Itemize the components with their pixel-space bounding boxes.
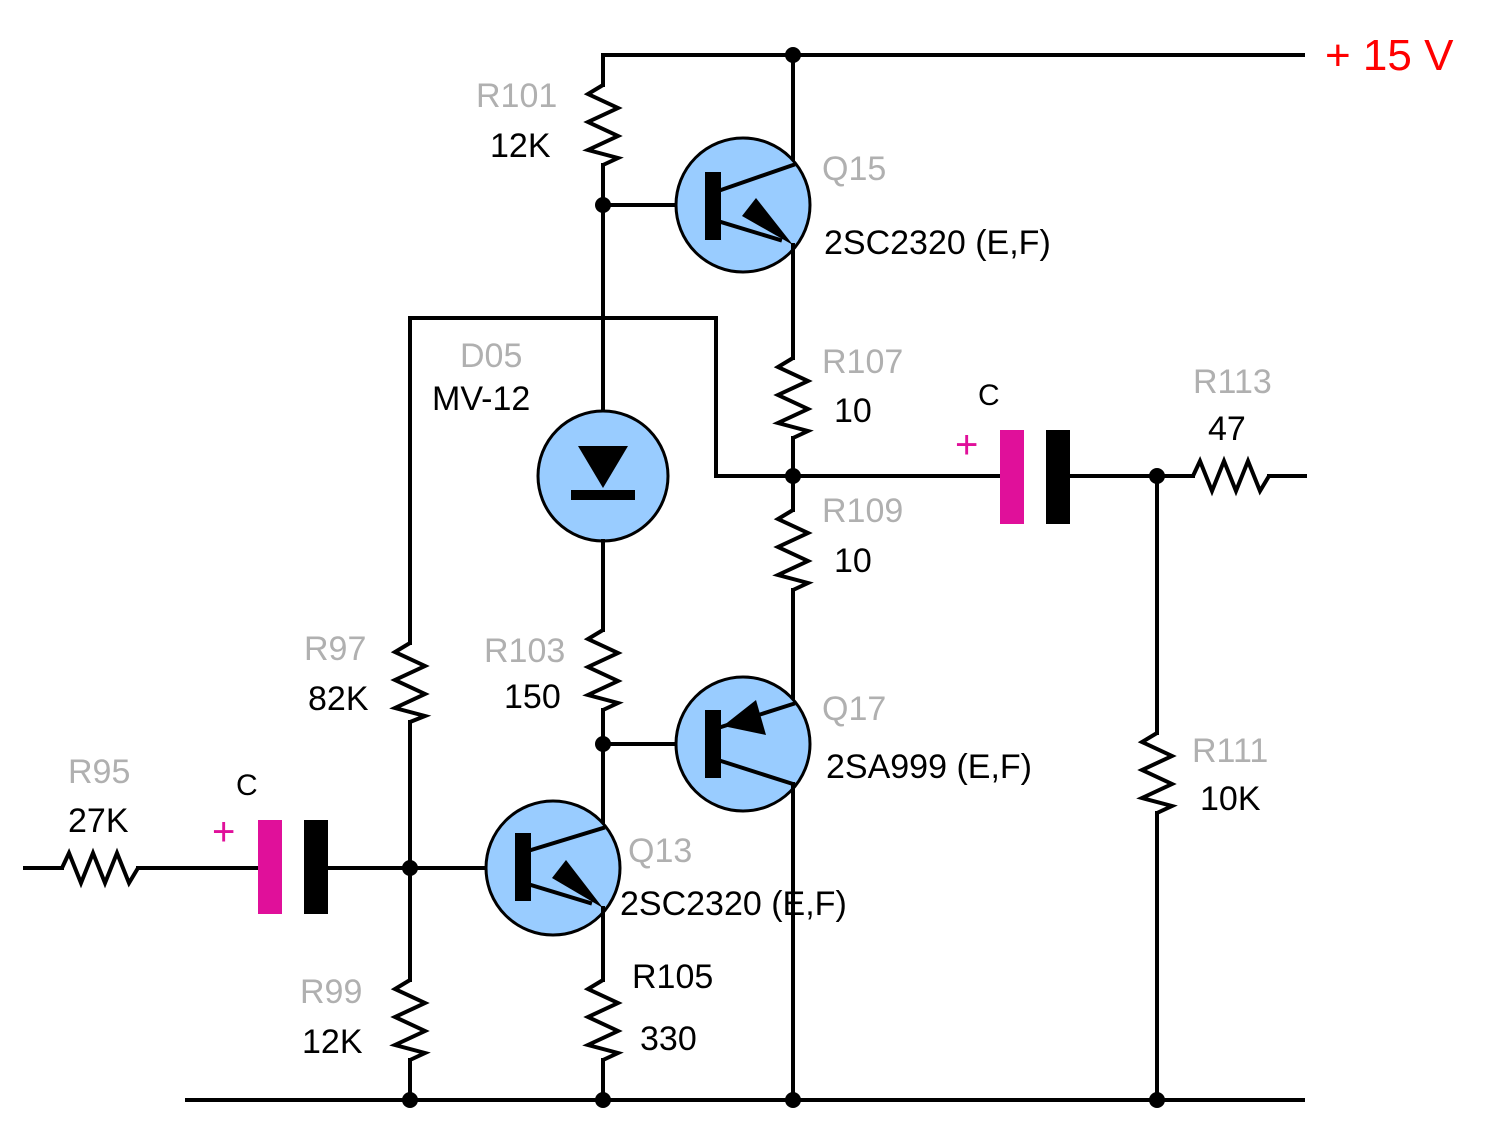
transistor-q15-collector — [718, 162, 796, 193]
resistor-r107 — [772, 356, 814, 440]
q13-value: 2SC2320 (E,F) — [620, 885, 847, 923]
junction-dot — [402, 1092, 418, 1108]
r111-value: 10K — [1200, 780, 1261, 818]
r95-ref: R95 — [68, 753, 130, 791]
transistor-q13-body — [484, 799, 622, 937]
capacitor-cout-positive-plate — [1000, 430, 1024, 524]
junction-dot — [595, 1092, 611, 1108]
junction-dot — [1149, 468, 1165, 484]
capacitor-cin-negative-plate — [304, 820, 328, 914]
transistor-q17-body — [674, 675, 812, 813]
capacitor-cout-negative-plate — [1046, 430, 1070, 524]
transistor-q15-body — [674, 136, 812, 274]
transistor-q17-collector — [718, 758, 796, 787]
resistor-r111 — [1136, 731, 1178, 815]
r109-ref: R109 — [822, 492, 903, 530]
r103-ref: R103 — [484, 632, 565, 670]
transistor-q17-arrow — [723, 700, 766, 735]
q13-ref: Q13 — [628, 832, 692, 870]
transistor-q13-arrow — [552, 860, 603, 908]
capacitor-cout-ref: C — [978, 379, 1000, 412]
transistor-q13-base-bar — [515, 833, 531, 901]
junction-dot — [1149, 1092, 1165, 1108]
transistor-q13-collector — [528, 825, 606, 853]
r97-ref: R97 — [304, 630, 366, 668]
resistor-r99 — [389, 978, 431, 1062]
junction-dot — [785, 1092, 801, 1108]
r109-value: 10 — [834, 542, 872, 580]
junction-dot — [595, 736, 611, 752]
resistor-r105 — [582, 978, 624, 1062]
r95-value: 27K — [68, 802, 129, 840]
capacitor-cin-plus: + — [212, 810, 235, 854]
junction-dot — [785, 47, 801, 63]
r101-ref: R101 — [476, 77, 557, 115]
diode-d05-triangle — [578, 446, 628, 488]
resistor-r109 — [772, 508, 814, 592]
r111-ref: R111 — [1192, 732, 1268, 770]
r105-ref: R105 — [632, 958, 713, 996]
r99-value: 12K — [302, 1023, 363, 1061]
r113-ref: R113 — [1193, 363, 1272, 401]
r113-value: 47 — [1208, 410, 1246, 448]
transistor-q13-emitter — [528, 882, 593, 906]
diode-d05-bar — [571, 490, 635, 500]
transistor-q15-emitter — [718, 219, 783, 243]
r105-value: 330 — [640, 1020, 697, 1058]
r107-value: 10 — [834, 392, 872, 430]
transistor-q15-arrow — [742, 198, 793, 245]
q15-value: 2SC2320 (E,F) — [824, 224, 1051, 262]
d05-ref: D05 — [460, 337, 522, 375]
transistor-q17-base-bar — [705, 710, 721, 778]
q17-value: 2SA999 (E,F) — [826, 748, 1032, 786]
q15-ref: Q15 — [822, 150, 886, 188]
junction-dot — [402, 860, 418, 876]
junction-dot — [785, 468, 801, 484]
r103-value: 150 — [504, 678, 561, 716]
capacitor-cin-positive-plate — [258, 820, 282, 914]
transistor-q15-base-bar — [705, 172, 721, 240]
supply-label: + 15 V — [1325, 31, 1454, 80]
capacitor-cin-ref: C — [236, 769, 258, 802]
resistor-r97 — [389, 641, 432, 724]
r101-value: 12K — [490, 127, 551, 165]
r107-ref: R107 — [822, 343, 903, 381]
q17-ref: Q17 — [822, 690, 886, 728]
resistor-r113 — [1191, 455, 1271, 497]
d05-value: MV-12 — [432, 380, 530, 418]
resistor-r95 — [60, 847, 140, 889]
r99-ref: R99 — [300, 973, 362, 1011]
junction-dot — [595, 197, 611, 213]
resistor-r103 — [582, 628, 624, 712]
resistor-r101 — [582, 83, 624, 167]
capacitor-cout-plus: + — [955, 423, 978, 467]
r97-value: 82K — [308, 680, 369, 718]
